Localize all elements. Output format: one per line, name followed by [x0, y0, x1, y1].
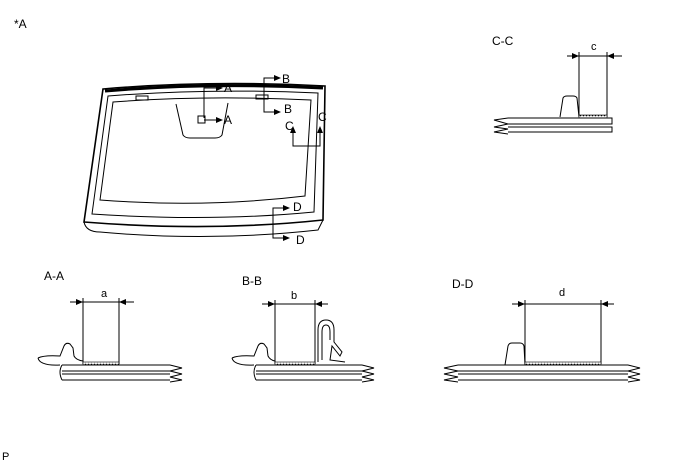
callout-c-left: C: [285, 119, 294, 133]
footer-code: P: [2, 451, 9, 463]
section-aa-title: A-A: [44, 269, 64, 283]
windshield-top-edge: [104, 84, 324, 93]
break-dd-right: [627, 364, 641, 383]
clip-left: [135, 95, 149, 101]
callout-line-b-upper: [263, 77, 274, 98]
callout-d-upper: D: [293, 200, 302, 214]
section-cc-title: C-C: [492, 34, 514, 48]
dimension-a-arrow-left: [76, 299, 83, 305]
callout-line-d-lower: [272, 224, 283, 239]
dimension-c-arrow-left: [572, 53, 579, 59]
bracket-aa-lower: [37, 357, 61, 366]
arrow-d-lower: [283, 235, 290, 241]
callout-a-upper: A: [224, 81, 232, 95]
arrow-c-right: [317, 126, 323, 133]
dimension-d-label: d: [559, 287, 565, 299]
glass-bb-bottom: [256, 373, 362, 381]
section-aa: A-A a: [37, 269, 183, 383]
arrow-b-upper: [274, 75, 281, 81]
callout-line-d-upper: [272, 207, 283, 224]
arrow-a-lower: [216, 117, 223, 123]
section-dd-title: D-D: [452, 277, 474, 291]
break-cc: [493, 117, 509, 135]
glass-aa-edge: [59, 364, 63, 381]
dimension-c-label: c: [591, 41, 597, 53]
callout-line-a-upper: [203, 87, 216, 118]
glass-bb-top: [256, 364, 362, 372]
dam-cc: [559, 95, 580, 118]
dam-dd: [504, 342, 526, 366]
dimension-b-label: b: [291, 290, 297, 302]
windshield-inner: [91, 90, 319, 219]
dimension-a-arrow-right: [119, 299, 126, 305]
clip-bb-outer: [317, 319, 346, 363]
figure-ref-mark: *A: [14, 17, 27, 31]
clip-right: [255, 94, 269, 100]
dimension-d-arrow-left: [518, 301, 525, 307]
windshield-view: A A B B C C D D: [83, 72, 327, 247]
callout-a-lower: A: [224, 113, 232, 127]
callout-b-lower: B: [284, 102, 292, 116]
callout-line-c: [292, 133, 321, 147]
break-dd-left: [443, 364, 459, 383]
callout-line-b-lower: [263, 98, 274, 113]
ceramic-band-line: [99, 97, 312, 204]
arrow-b-lower: [274, 109, 281, 115]
windshield-lower-lip: [83, 219, 324, 238]
callout-b-upper: B: [282, 72, 290, 86]
glass-aa-bottom: [62, 373, 170, 381]
section-dd: D-D d: [443, 277, 641, 383]
glass-bb-edge: [253, 364, 257, 381]
clip-bb-inner: [321, 324, 331, 360]
glass-dd-top: [458, 364, 628, 372]
break-bb: [361, 364, 375, 383]
callout-c-right: C: [318, 110, 327, 124]
glass-dd-bottom: [458, 373, 628, 381]
dimension-a-label: a: [101, 288, 108, 300]
glass-cc-bottom: [508, 126, 613, 133]
arrow-d-upper: [283, 205, 290, 211]
bracket-bb-lower: [231, 357, 255, 366]
arrow-a-upper: [216, 85, 223, 91]
break-aa: [169, 364, 183, 383]
dimension-b-arrow-left: [268, 301, 275, 307]
arrow-c-left: [290, 126, 296, 133]
dimension-b-arrow-right: [315, 301, 322, 307]
callout-d-lower: D: [296, 233, 305, 247]
bracket-bb: [231, 342, 276, 362]
glass-aa-top: [62, 364, 170, 372]
dimension-d-arrow-right: [601, 301, 608, 307]
bracket-aa: [37, 342, 84, 362]
glass-cc-top: [508, 117, 613, 125]
sensor-housing: [175, 102, 229, 139]
section-bb: B-B b: [231, 274, 375, 383]
section-cc: C-C c: [492, 34, 622, 135]
dimension-c-arrow-right: [607, 53, 614, 59]
section-bb-title: B-B: [242, 274, 262, 288]
